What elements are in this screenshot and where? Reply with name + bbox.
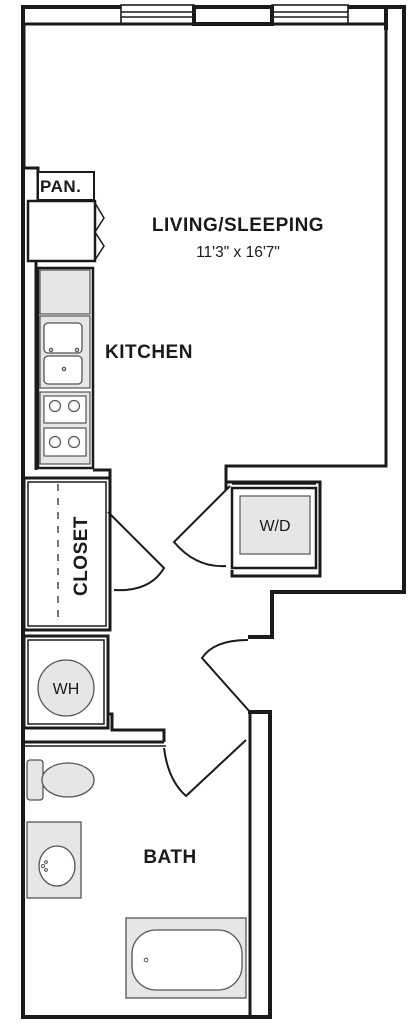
washer-dryer-label: W/D	[259, 518, 290, 535]
vanity	[26, 821, 82, 899]
toilet	[26, 759, 95, 801]
water-heater-label: WH	[53, 681, 80, 698]
washer-dryer-door[interactable]	[172, 485, 231, 568]
refrigerator	[39, 269, 91, 315]
kitchen-counter: KITCHEN	[36, 266, 193, 470]
closet-label: CLOSET	[71, 516, 92, 596]
hall-door[interactable]	[200, 639, 251, 713]
living-dimensions: 11'3" x 16'7"	[196, 244, 280, 261]
washer-dryer-closet: W/D	[172, 480, 322, 578]
washer-dryer	[239, 495, 311, 555]
kitchen-sink	[43, 322, 83, 385]
closet: CLOSET	[22, 468, 166, 632]
living-label: LIVING/SLEEPING	[152, 215, 324, 236]
bath: BATH	[24, 712, 252, 1017]
closet-door[interactable]	[107, 511, 166, 592]
pantry-door[interactable]	[94, 202, 105, 261]
water-heater	[37, 659, 95, 717]
water-heater-closet: WH	[22, 634, 166, 742]
cooktop	[39, 391, 91, 465]
bath-door[interactable]	[163, 739, 247, 798]
pantry: PAN.	[26, 171, 105, 263]
bath-label: BATH	[143, 847, 196, 868]
top-wall-piers	[192, 5, 274, 26]
kitchen-label: KITCHEN	[105, 342, 193, 363]
pantry-label: PAN.	[40, 177, 81, 196]
bathtub	[125, 917, 247, 999]
